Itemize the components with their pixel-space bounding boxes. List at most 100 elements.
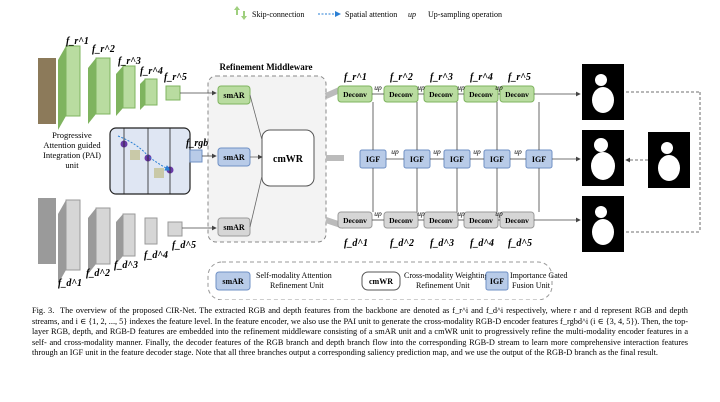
pai-label: Progressive Attention guided Integration…	[43, 130, 101, 170]
igf-1: IGF	[359, 149, 387, 169]
svg-text:Deconv: Deconv	[429, 216, 453, 225]
rgb-feature-block-5	[165, 85, 181, 101]
svg-text:IGF: IGF	[410, 155, 424, 164]
rgb-encoder	[38, 45, 181, 130]
architecture-diagram: Skip-connection Spatial attention up Up-…	[38, 6, 701, 300]
middleware-title: Refinement Middleware	[219, 62, 312, 72]
legend-spatial-label: Spatial attention	[345, 10, 397, 19]
saliency-outputs	[582, 64, 690, 252]
svg-text:smAR: smAR	[223, 153, 245, 162]
svg-text:up: up	[514, 147, 522, 156]
svg-text:f_r^2: f_r^2	[390, 72, 413, 83]
svg-text:up: up	[457, 209, 465, 218]
deconv-depth-4: Deconv	[463, 211, 499, 229]
svg-text:up: up	[417, 209, 425, 218]
svg-text:Deconv: Deconv	[389, 90, 413, 99]
svg-text:Deconv: Deconv	[505, 90, 529, 99]
svg-text:f_d^2: f_d^2	[390, 238, 414, 249]
svg-text:f_d^5: f_d^5	[508, 238, 532, 249]
deconv-rgb-3: Deconv	[423, 85, 459, 103]
igf-5: IGF	[525, 149, 553, 169]
igf-3: IGF	[443, 149, 471, 169]
depth-input-image	[38, 198, 56, 264]
depth-feature-block-1	[58, 200, 66, 284]
svg-text:smAR: smAR	[223, 223, 245, 232]
svg-text:Deconv: Deconv	[505, 216, 529, 225]
rgb-input-image	[38, 58, 56, 124]
depth-feature-block-5	[167, 221, 183, 237]
svg-text:cmWR: cmWR	[369, 277, 393, 286]
igf-4: IGF	[483, 149, 511, 169]
decoder-connectors	[372, 91, 581, 223]
svg-text:IGF: IGF	[490, 277, 504, 286]
deconv-rgb-2: Deconv	[383, 85, 419, 103]
svg-text:up: up	[374, 83, 382, 92]
decoder-depth-labels: f_d^1 f_d^2 f_d^3 f_d^4 f_d^5	[344, 238, 532, 249]
svg-text:f_r^4: f_r^4	[470, 72, 493, 83]
svg-text:IGF: IGF	[490, 155, 504, 164]
svg-text:Refinement Unit: Refinement Unit	[270, 281, 324, 290]
svg-text:f_r^3: f_r^3	[430, 72, 453, 83]
svg-text:up: up	[391, 147, 399, 156]
svg-text:IGF: IGF	[366, 155, 380, 164]
svg-text:Deconv: Deconv	[469, 90, 493, 99]
svg-text:Attention guided: Attention guided	[43, 140, 101, 150]
deconv-rgb-1: Deconv	[337, 85, 373, 103]
fr3-label: f_r^3	[118, 56, 141, 67]
legend-igf-icon	[485, 271, 509, 291]
bottom-legend: smAR Self-modality Attention Refinement …	[207, 261, 568, 300]
rgb-feature-block-1	[58, 46, 66, 130]
svg-text:unit: unit	[65, 160, 79, 170]
fr2-label: f_r^2	[92, 44, 115, 55]
fd3-label: f_d^3	[114, 260, 138, 271]
svg-text:f_d^4: f_d^4	[470, 238, 494, 249]
upsampling-labels: up up up up up up up up up up up up	[374, 83, 522, 218]
rgb-feature-block-4	[140, 79, 145, 110]
svg-text:IGF: IGF	[532, 155, 546, 164]
svg-text:up: up	[374, 209, 382, 218]
depth-feature-block-3	[116, 214, 123, 264]
svg-text:Deconv: Deconv	[343, 90, 367, 99]
legend-cmwr-icon	[361, 271, 401, 291]
figure-caption: Fig. 3. The overview of the proposed CIR…	[32, 306, 688, 359]
fr4-label: f_r^4	[140, 66, 163, 77]
legend-skip-label: Skip-connection	[252, 10, 304, 19]
igf-2: IGF	[403, 149, 431, 169]
svg-text:up: up	[495, 209, 503, 218]
depth-encoder	[38, 198, 183, 284]
frgbd5-label: f_rgbd^5	[186, 138, 224, 149]
svg-text:up: up	[457, 83, 465, 92]
svg-text:up: up	[417, 83, 425, 92]
svg-text:up: up	[433, 147, 441, 156]
svg-text:smAR: smAR	[223, 91, 245, 100]
svg-text:smAR: smAR	[222, 277, 244, 286]
legend-smar-icon	[215, 271, 251, 291]
rgb-feature-block-3	[116, 66, 123, 116]
svg-text:f_r^1: f_r^1	[344, 72, 367, 83]
decoder-rgb-labels: f_r^1 f_r^2 f_r^3 f_r^4 f_r^5	[344, 72, 531, 83]
deconv-rgb-5: Deconv	[499, 85, 535, 103]
caption-text: The overview of the proposed CIR-Net. Th…	[32, 306, 688, 358]
depth-feature-labels: f_d^1 f_d^2 f_d^3 f_d^4 f_d^5	[58, 240, 196, 289]
svg-text:Deconv: Deconv	[429, 90, 453, 99]
svg-text:cmWR: cmWR	[273, 154, 304, 165]
svg-text:Cross-modality Weighting: Cross-modality Weighting	[404, 271, 488, 280]
fr5-label: f_r^5	[164, 72, 187, 83]
caption-label: Fig. 3.	[32, 306, 55, 315]
rgbd-feature-block	[189, 149, 203, 163]
svg-text:Refinement Unit: Refinement Unit	[416, 281, 470, 290]
svg-text:Integration (PAI): Integration (PAI)	[43, 150, 101, 160]
fr1-label: f_r^1	[66, 36, 89, 47]
pai-unit	[109, 127, 191, 195]
refinement-middleware: Refinement Middleware smAR smAR smAR cmW…	[207, 62, 327, 243]
deconv-depth-3: Deconv	[423, 211, 459, 229]
fd5-label: f_d^5	[172, 240, 196, 251]
svg-text:Progressive: Progressive	[52, 130, 92, 140]
rgb-decoder-row: Deconv Deconv Deconv Deconv Deconv	[337, 85, 535, 103]
svg-text:IGF: IGF	[450, 155, 464, 164]
rgb-feature-block-2	[88, 58, 96, 124]
svg-text:f_d^1: f_d^1	[344, 238, 368, 249]
skip-connection-icon	[234, 6, 247, 20]
depth-decoder-row: Deconv Deconv Deconv Deconv Deconv	[337, 211, 535, 229]
svg-text:Self-modality Attention: Self-modality Attention	[256, 271, 332, 280]
